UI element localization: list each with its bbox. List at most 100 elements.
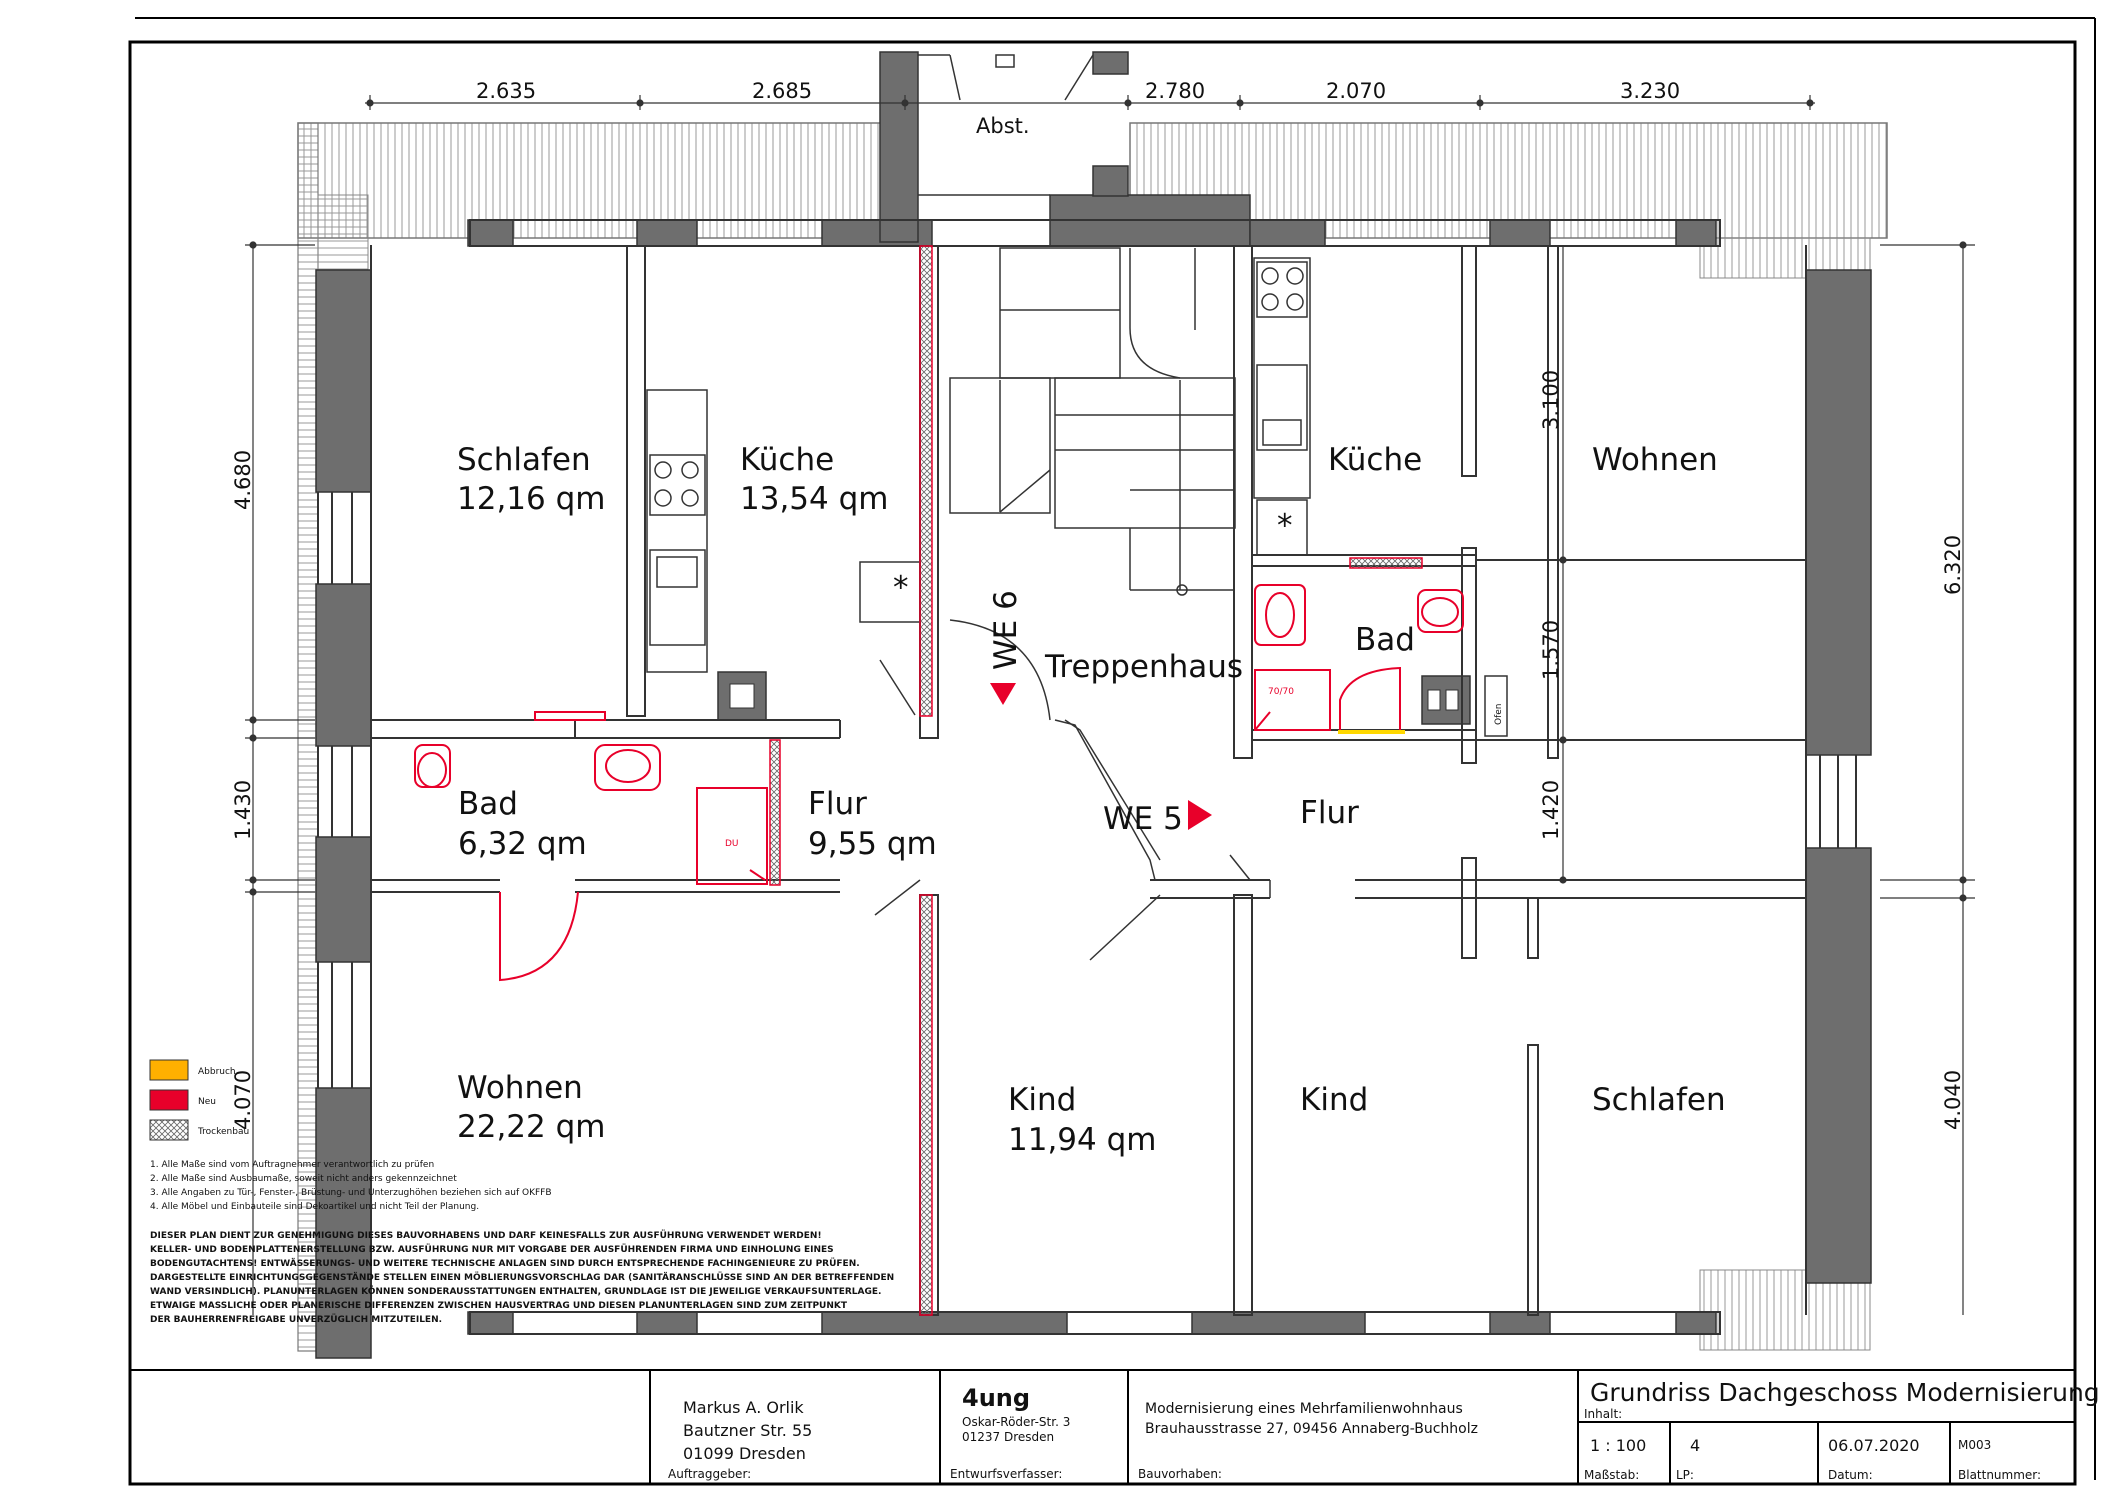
note-line: 2. Alle Maße sind Ausbaumaße, soweit nic… — [150, 1174, 457, 1184]
lp-label: LP: — [1676, 1468, 1694, 1482]
note-line: 3. Alle Angaben zu Tür-, Fenster-, Brüst… — [150, 1188, 552, 1198]
room-area: 9,55 qm — [808, 826, 937, 862]
label-we5: WE 5 — [1103, 801, 1183, 837]
legend: Abbruch Neu Trockenbau — [149, 1059, 249, 1141]
room-name: Küche — [740, 442, 834, 478]
content-title: Grundriss Dachgeschoss Modernisierung — [1590, 1378, 2100, 1407]
disclaimer-line: DER BAUHERRENFREIGABE UNVERZÜGLICH MITZU… — [150, 1314, 442, 1325]
disclaimer-line: BODENGUTACHTENS! ENTWÄSSERUNGS- UND WEIT… — [150, 1258, 860, 1269]
room-name: Kind — [1300, 1082, 1368, 1118]
author-street: Oskar-Röder-Str. 3 — [962, 1415, 1070, 1429]
room-name: Schlafen — [457, 442, 591, 478]
room-name: Bad — [1355, 622, 1415, 658]
svg-text:*: * — [893, 570, 909, 606]
title-block — [129, 1369, 2076, 1485]
client-label: Auftraggeber: — [668, 1467, 751, 1481]
author-label: Entwurfsverfasser: — [950, 1467, 1062, 1481]
room-name: Küche — [1328, 442, 1422, 478]
lp-value: 4 — [1690, 1436, 1700, 1455]
date-value: 06.07.2020 — [1828, 1436, 1920, 1455]
label-du: DU — [725, 839, 739, 849]
room-area: 6,32 qm — [458, 826, 587, 862]
client-name: Markus A. Orlik — [683, 1398, 804, 1417]
we5-arrow-icon — [1188, 800, 1212, 830]
dim-inner-1: 3.100 — [1539, 370, 1563, 430]
client-street: Bautzner Str. 55 — [683, 1421, 812, 1440]
room-area: 12,16 qm — [457, 481, 605, 517]
dim-left-3: 4.070 — [231, 1070, 255, 1130]
date-label: Datum: — [1828, 1468, 1873, 1482]
legend-label: Neu — [198, 1097, 216, 1107]
label-abst: Abst. — [976, 114, 1030, 138]
disclaimer-line: KELLER- UND BODENPLATTENERSTELLUNG BZW. … — [150, 1244, 834, 1255]
dim-inner-3: 1.420 — [1539, 780, 1563, 840]
sheet-label: Blattnummer: — [1958, 1468, 2041, 1482]
drywall-new — [919, 894, 933, 1316]
author-city: 01237 Dresden — [962, 1430, 1054, 1444]
disclaimer-line: WAND VERSINDLICH). PLANUNTERLAGEN KÖNNEN… — [150, 1286, 881, 1297]
room-name: Schlafen — [1592, 1082, 1726, 1118]
room-name: Bad — [458, 786, 518, 822]
project-line2: Brauhausstrasse 27, 09456 Annaberg-Buchh… — [1145, 1421, 1478, 1437]
we6-arrow-icon — [990, 683, 1016, 705]
dim-right-1: 6.320 — [1941, 535, 1965, 595]
legend-label: Trockenbau — [197, 1127, 249, 1137]
chimney-flue — [729, 683, 755, 709]
legend-swatch-abbruch — [149, 1059, 189, 1081]
dim-top-2: 2.685 — [752, 79, 812, 103]
content-label: Inhalt: — [1584, 1407, 1622, 1421]
drywall-new — [1349, 557, 1423, 569]
legend-label: Abbruch — [198, 1067, 236, 1077]
client-city: 01099 Dresden — [683, 1444, 806, 1463]
dimension-lines — [245, 95, 1975, 1315]
dim-top-5: 3.230 — [1620, 79, 1680, 103]
roof-opening — [918, 54, 1094, 196]
drywall-new — [769, 739, 781, 886]
sheet-value: M003 — [1958, 1438, 1991, 1452]
room-area: 11,94 qm — [1008, 1122, 1156, 1158]
thin-walls — [317, 219, 1857, 1335]
dim-top-3: 2.780 — [1145, 79, 1205, 103]
note-line: 4. Alle Möbel und Einbauteile sind Dekoa… — [150, 1202, 479, 1212]
dim-left-2: 1.430 — [231, 780, 255, 840]
project-line1: Modernisierung eines Mehrfamilienwohnhau… — [1145, 1401, 1463, 1417]
stove — [1484, 675, 1508, 737]
disclaimer: DIESER PLAN DIENT ZUR GENEHMIGUNG DIESES… — [150, 1230, 894, 1325]
scale-label: Maßstab: — [1584, 1468, 1639, 1482]
room-name: Wohnen — [457, 1070, 583, 1106]
room-area: 22,22 qm — [457, 1109, 605, 1145]
label-treppenhaus: Treppenhaus — [1044, 649, 1243, 685]
note-line: 1. Alle Maße sind vom Auftragnehmer vera… — [150, 1160, 434, 1170]
label-shower-size: 70/70 — [1268, 687, 1294, 697]
dim-inner-2: 1.570 — [1539, 620, 1563, 680]
notes: 1. Alle Maße sind vom Auftragnehmer vera… — [150, 1160, 552, 1212]
doors — [874, 619, 1271, 961]
kitchen-fixtures — [646, 257, 1311, 673]
room-name: Flur — [1300, 795, 1359, 831]
disclaimer-line: DARGESTELLTE EINRICHTUNGSGEGENSTÄNDE STE… — [150, 1272, 894, 1283]
room-name: Flur — [808, 786, 867, 822]
label-we6: WE 6 — [988, 590, 1024, 670]
sanitary-fixtures — [414, 584, 1464, 982]
disclaimer-line: DIESER PLAN DIENT ZUR GENEHMIGUNG DIESES… — [150, 1230, 822, 1241]
dim-right-2: 4.040 — [1941, 1070, 1965, 1130]
label-ofen: Ofen — [1494, 704, 1504, 726]
roof-eaves — [297, 122, 1888, 1352]
dim-left-1: 4.680 — [231, 450, 255, 510]
svg-text:*: * — [1277, 508, 1293, 544]
drywall-new — [919, 245, 933, 717]
room-name: Kind — [1008, 1082, 1076, 1118]
dim-top-1: 2.635 — [476, 79, 536, 103]
room-name: Wohnen — [1592, 442, 1718, 478]
company-logo: 4ung — [962, 1384, 1030, 1412]
scale-value: 1 : 100 — [1590, 1436, 1646, 1455]
legend-swatch-neu — [149, 1089, 189, 1111]
disclaimer-line: ETWAIGE MASSLICHE ODER PLANERISCHE DIFFE… — [150, 1301, 848, 1311]
staircase — [949, 247, 1236, 596]
walls — [315, 51, 1872, 1359]
project-label: Bauvorhaben: — [1138, 1467, 1222, 1481]
room-area: 13,54 qm — [740, 481, 888, 517]
dim-top-4: 2.070 — [1326, 79, 1386, 103]
legend-swatch-trockenbau — [149, 1119, 189, 1141]
